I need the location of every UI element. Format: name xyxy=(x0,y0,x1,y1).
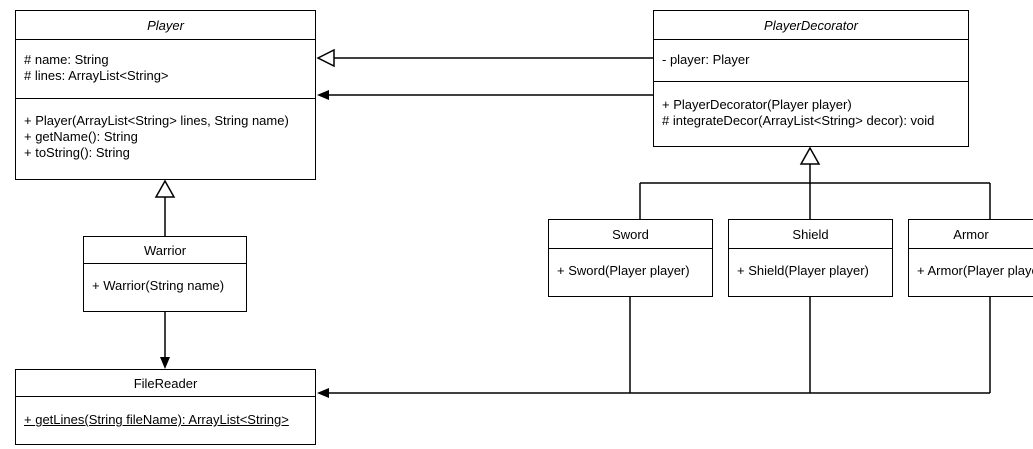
sword-method: + Sword(Player player) xyxy=(557,263,690,278)
player-decorator-methods: + PlayerDecorator(Player player) # integ… xyxy=(654,82,968,129)
file-reader-methods: + getLines(String fileName): ArrayList<S… xyxy=(16,397,315,428)
player-methods: + Player(ArrayList<String> lines, String… xyxy=(16,99,315,161)
warrior-generalization-arrowhead xyxy=(154,179,176,198)
file-reader-method-signature: getLines(String fileName): ArrayList<Str… xyxy=(35,412,289,427)
shield-method: + Shield(Player player) xyxy=(737,263,869,278)
player-decorator-attribute: - player: Player xyxy=(662,52,750,67)
armor-class[interactable]: Armor + Armor(Player player) xyxy=(908,219,1033,297)
warrior-class-name: Warrior xyxy=(84,237,246,264)
sword-class[interactable]: Sword + Sword(Player player) xyxy=(548,219,713,297)
file-reader-class-name: FileReader xyxy=(16,370,315,397)
player-method: + getName(): String xyxy=(24,129,138,144)
warrior-methods: + Warrior(String name) xyxy=(84,264,246,294)
decorator-generalization-arrowhead xyxy=(316,48,335,68)
sword-class-name: Sword xyxy=(549,220,712,249)
player-decorator-method: # integrateDecor(ArrayList<String> decor… xyxy=(662,113,935,128)
shield-class[interactable]: Shield + Shield(Player player) xyxy=(728,219,893,297)
file-reader-method-visibility: + xyxy=(24,412,36,427)
player-attribute: # lines: ArrayList<String> xyxy=(24,68,169,83)
file-reader-method: + getLines(String fileName): ArrayList<S… xyxy=(24,412,315,428)
shield-methods: + Shield(Player player) xyxy=(729,249,892,279)
player-class[interactable]: Player # name: String # lines: ArrayList… xyxy=(15,10,316,180)
file-reader-class[interactable]: FileReader + getLines(String fileName): … xyxy=(15,369,316,445)
warrior-method: + Warrior(String name) xyxy=(92,278,225,293)
player-decorator-attributes: - player: Player xyxy=(654,40,968,82)
sword-methods: + Sword(Player player) xyxy=(549,249,712,279)
player-decorator-method: + PlayerDecorator(Player player) xyxy=(662,97,852,112)
shield-class-name: Shield xyxy=(729,220,892,249)
player-class-name: Player xyxy=(16,11,315,40)
player-attributes: # name: String # lines: ArrayList<String… xyxy=(16,40,315,99)
armor-methods: + Armor(Player player) xyxy=(909,249,1033,279)
warrior-filereader-arrowhead xyxy=(160,357,170,369)
player-method: + toString(): String xyxy=(24,145,130,160)
player-decorator-class[interactable]: PlayerDecorator - player: Player + Playe… xyxy=(653,10,969,147)
decorator-tree-arrowhead xyxy=(799,146,821,165)
decorator-association-arrowhead xyxy=(317,90,329,100)
decorators-filereader-arrowhead xyxy=(317,388,329,398)
player-decorator-class-name: PlayerDecorator xyxy=(654,11,968,40)
armor-class-name: Armor xyxy=(909,220,1033,249)
warrior-class[interactable]: Warrior + Warrior(String name) xyxy=(83,236,247,312)
armor-class-name-text: Armor xyxy=(953,226,989,242)
player-attribute: # name: String xyxy=(24,52,109,67)
player-method: + Player(ArrayList<String> lines, String… xyxy=(24,113,289,128)
armor-method: + Armor(Player player) xyxy=(917,263,1033,278)
